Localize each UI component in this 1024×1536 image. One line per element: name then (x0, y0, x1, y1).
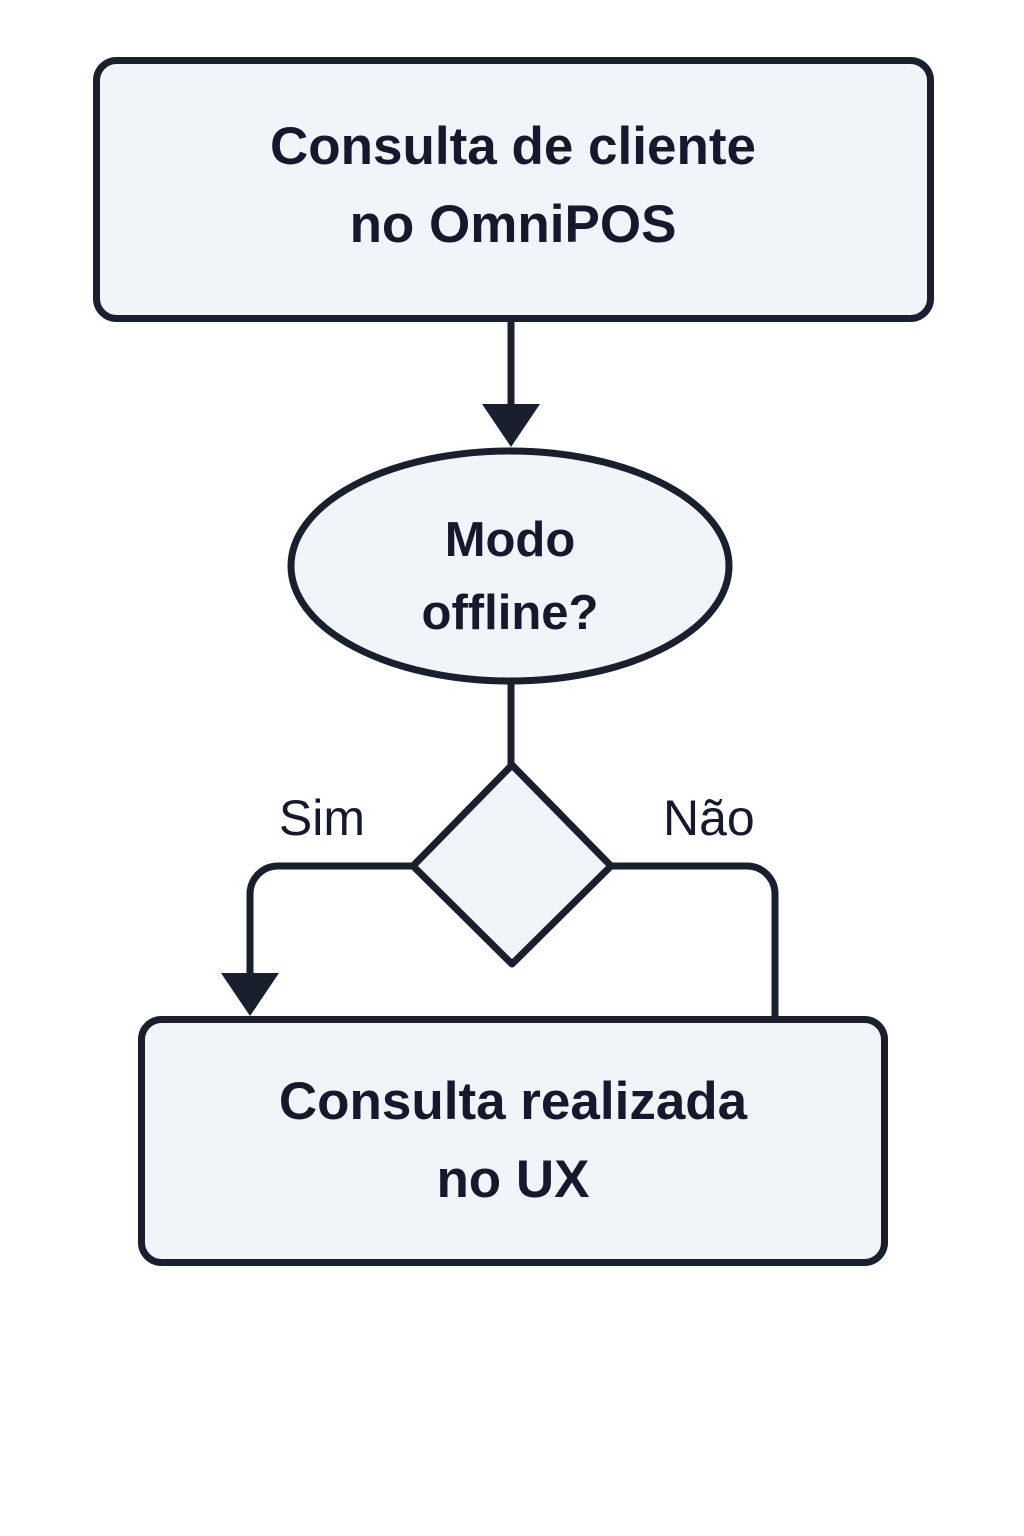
node-branch[interactable] (409, 761, 615, 968)
edge-branch-no-line (611, 862, 779, 1018)
node-start-label-line2: no OmniPOS (350, 195, 677, 254)
node-condition[interactable]: Modo offline? (287, 447, 733, 685)
node-start-label-line1: Consulta de cliente (270, 117, 756, 176)
edge-start-to-condition-arrowhead (482, 404, 540, 447)
edge-branch-yes: Sim (221, 790, 413, 1016)
edge-branch-yes-label: Sim (279, 790, 365, 846)
node-end-label-line1: Consulta realizada (279, 1072, 748, 1131)
node-start[interactable]: Consulta de cliente no OmniPOS (93, 57, 934, 322)
edge-branch-no-label: Não (663, 790, 755, 846)
edge-branch-yes-arrowhead (221, 973, 279, 1016)
node-end-shape (138, 1016, 888, 1266)
node-condition-label-line2: offline? (422, 586, 599, 640)
edge-branch-yes-line (246, 862, 413, 975)
node-branch-shape (409, 761, 615, 968)
node-end[interactable]: Consulta realizada no UX (138, 1016, 888, 1266)
edge-start-to-condition (482, 318, 540, 447)
node-start-shape (93, 57, 934, 322)
node-end-label-line2: no UX (436, 1150, 589, 1209)
node-condition-label-line1: Modo (445, 513, 576, 567)
edge-branch-no: Não (611, 790, 779, 1018)
